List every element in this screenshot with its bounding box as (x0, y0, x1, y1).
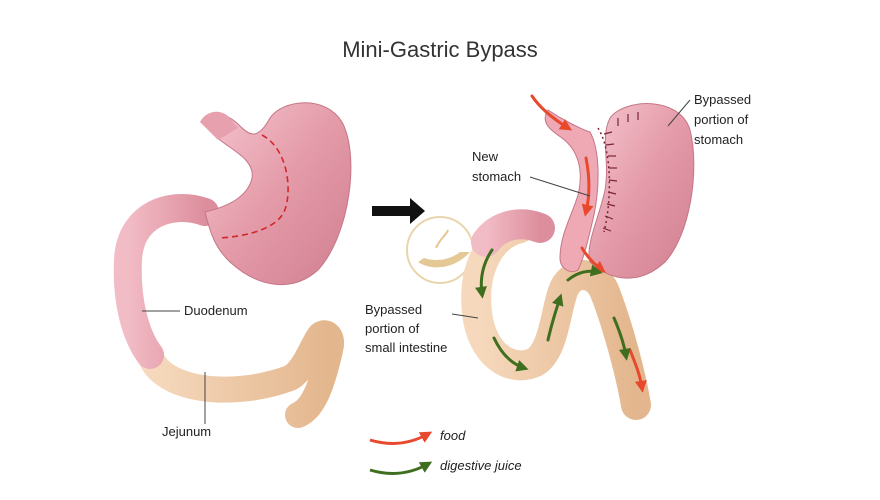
leader-bypassed-stomach (667, 99, 691, 127)
leader-new-stomach (529, 176, 591, 197)
lamp-logo-watermark (406, 216, 474, 284)
label-new-stomach-line2: stomach (472, 169, 521, 184)
label-duodenum: Duodenum (184, 303, 248, 318)
jejunum-shape (137, 320, 344, 428)
juice-arrow-4 (566, 264, 603, 282)
label-bypassed-stomach-line2: portion of (694, 112, 749, 127)
duodenum-shape (113, 194, 219, 369)
juice-arrow-1 (475, 248, 494, 299)
bypass-duodenum-shape (471, 209, 555, 257)
legend-food-arrow (369, 431, 433, 445)
diagram-title: Mini-Gastric Bypass (342, 37, 538, 62)
label-bypassed-intestine-line2: portion of (365, 321, 420, 336)
juice-arrow-5 (612, 316, 631, 361)
esophagus-shape (200, 111, 238, 140)
juice-flow-arrows (475, 248, 631, 372)
bypassed-stomach-shape (588, 103, 695, 279)
label-bypassed-stomach-line1: Bypassed (694, 92, 751, 107)
label-jejunum: Jejunum (162, 424, 211, 439)
legend-food-label: food (440, 428, 466, 443)
normal-anatomy: Duodenum Jejunum (113, 102, 352, 439)
legend-juice-arrow (369, 461, 433, 475)
legend-juice-label: digestive juice (440, 458, 522, 473)
right-arrow-icon (372, 198, 425, 224)
leader-bypassed-intestine (451, 313, 479, 319)
food-arrow-1 (530, 94, 573, 131)
juice-arrow-2 (492, 336, 529, 372)
food-arrow-2 (581, 156, 594, 217)
staple-line (597, 127, 611, 233)
label-bypassed-intestine-line1: Bypassed (365, 302, 422, 317)
label-new-stomach-line1: New (472, 149, 499, 164)
bypass-anatomy: New stomach Bypassed portion of stomach … (365, 92, 751, 420)
label-bypassed-stomach-line3: stomach (694, 132, 743, 147)
legend: food digestive juice (369, 428, 522, 475)
staple-ticks (602, 112, 639, 232)
new-stomach-shape (544, 109, 599, 273)
food-arrow-4 (628, 348, 647, 393)
cut-line (219, 134, 289, 239)
label-bypassed-intestine-line3: small intestine (365, 340, 447, 355)
juice-arrow-3 (546, 293, 564, 342)
stomach-shape (204, 102, 352, 285)
